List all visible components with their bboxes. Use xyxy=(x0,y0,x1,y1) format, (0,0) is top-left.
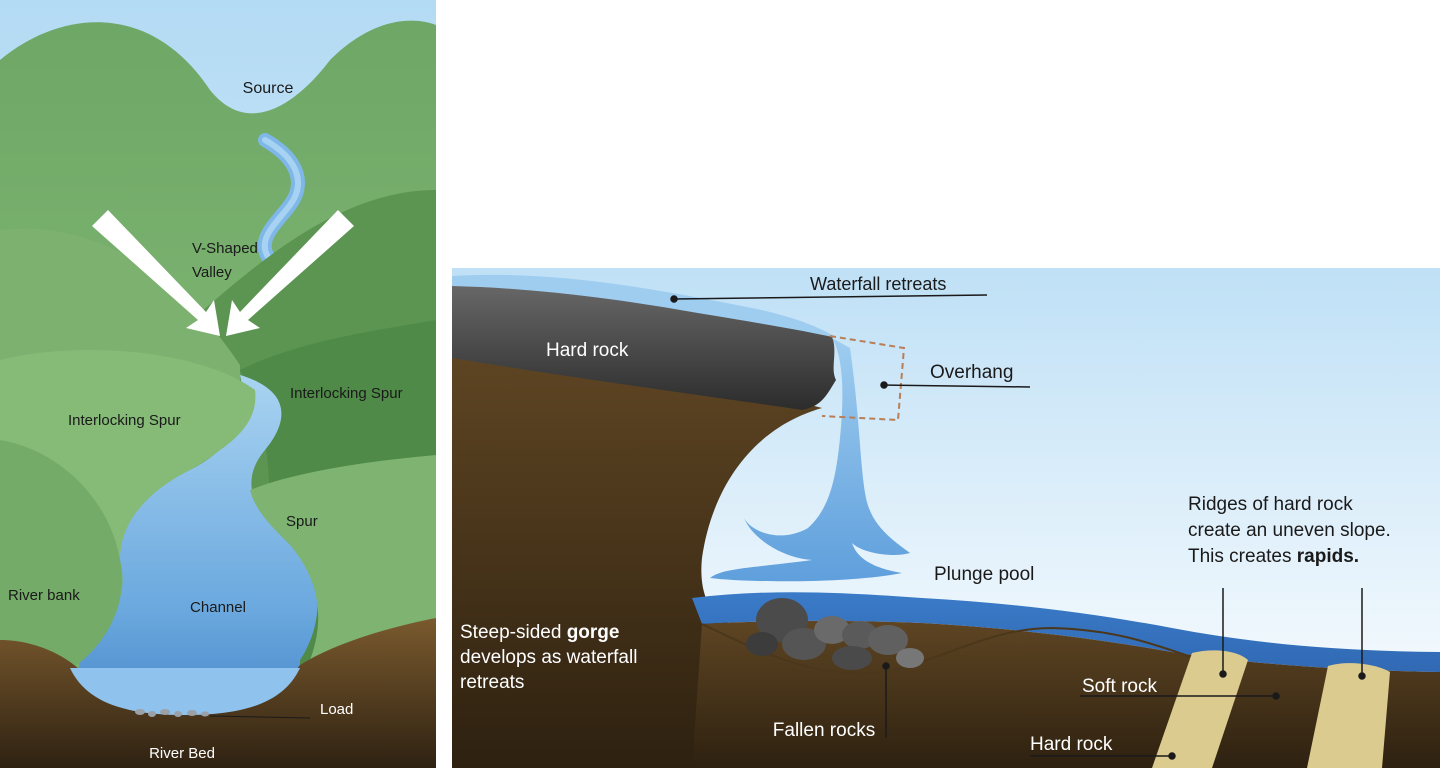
overhang-box xyxy=(821,335,906,422)
label-soft-rock: Soft rock xyxy=(1082,676,1157,697)
label-gorge-line3: retreats xyxy=(460,672,524,693)
label-gorge-line2: develops as waterfall xyxy=(460,647,637,668)
arrow-left xyxy=(92,210,220,336)
label-load: Load xyxy=(320,701,353,718)
river-bank-shape xyxy=(0,440,122,670)
plunge-pool-floor xyxy=(701,623,1213,675)
upper-river xyxy=(452,274,837,338)
waterfall-diagram: Waterfall retreats Hard rock Overhang Pl… xyxy=(452,268,1440,768)
spur-shape xyxy=(250,455,436,660)
waterfall-plume xyxy=(710,338,910,582)
leader-lines xyxy=(670,294,1366,760)
upper-course-svg: Source V-Shaped Valley Interlocking Spur… xyxy=(0,0,436,768)
river-bed-earth xyxy=(0,618,436,768)
label-ridges-line3: This creates rapids. xyxy=(1188,546,1359,567)
leader-overhang xyxy=(883,384,1031,388)
v-shape-arrows xyxy=(92,210,354,336)
leader-waterfall-retreats xyxy=(673,294,988,300)
label-spur: Spur xyxy=(286,513,318,530)
label-interlocking-spur-right: Interlocking Spur xyxy=(290,385,403,402)
plunge-pool-river xyxy=(692,592,1440,672)
label-river-bank: River bank xyxy=(8,587,80,604)
label-v-valley-line1: V-Shaped xyxy=(192,240,258,257)
river-bed-water xyxy=(70,668,300,715)
load-leader-line xyxy=(209,715,311,719)
hard-rock-cap xyxy=(452,280,836,410)
label-hard-rock-top: Hard rock xyxy=(546,340,629,361)
label-interlocking-spur-left: Interlocking Spur xyxy=(68,412,181,429)
arrow-right xyxy=(226,210,354,336)
label-overhang: Overhang xyxy=(930,362,1013,383)
label-v-valley-line2: Valley xyxy=(192,264,232,281)
label-source: Source xyxy=(243,80,294,97)
label-river-bed: River Bed xyxy=(149,745,215,762)
ridge-1 xyxy=(1152,650,1248,768)
label-gorge-line1: Steep-sided gorge xyxy=(460,622,619,643)
label-hard-rock-bottom: Hard rock xyxy=(1030,734,1113,755)
upper-course-diagram: Source V-Shaped Valley Interlocking Spur… xyxy=(0,0,436,768)
label-channel: Channel xyxy=(190,599,246,616)
waterfall-svg: Waterfall retreats Hard rock Overhang Pl… xyxy=(452,268,1440,768)
label-ridges-line1: Ridges of hard rock xyxy=(1188,494,1353,515)
label-fallen-rocks: Fallen rocks xyxy=(773,720,875,741)
label-ridges-line2: create an uneven slope. xyxy=(1188,520,1391,541)
fallen-rocks xyxy=(746,598,924,670)
soft-rock-bed xyxy=(692,620,1440,768)
label-plunge-pool: Plunge pool xyxy=(934,564,1034,585)
label-waterfall-retreats: Waterfall retreats xyxy=(810,274,946,294)
ridge-2 xyxy=(1307,663,1390,768)
load-pebbles xyxy=(135,709,209,717)
